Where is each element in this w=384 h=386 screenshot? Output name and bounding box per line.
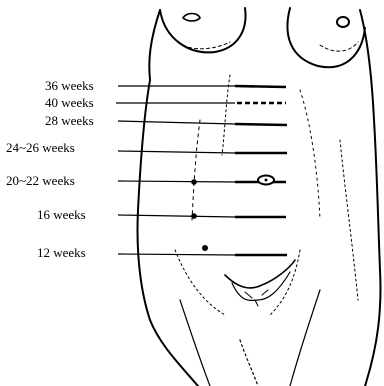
umbilicus-center	[265, 179, 268, 182]
breast-right	[287, 8, 365, 67]
pubic-region	[225, 260, 295, 306]
label-12-weeks: 12 weeks	[37, 245, 86, 260]
abdomen-shading	[175, 75, 320, 315]
label-36-weeks: 36 weeks	[45, 78, 94, 93]
torso-outline	[138, 10, 381, 386]
label-40-weeks: 40 weeks	[45, 95, 94, 110]
leader-12-weeks	[118, 254, 235, 255]
umbilicus-dot	[191, 179, 197, 185]
leader-20-22-weeks	[118, 181, 235, 182]
label-24-26-weeks: 24~26 weeks	[6, 140, 75, 155]
fundus-mark-36-weeks	[235, 86, 286, 87]
fundus-mark-28-weeks	[235, 124, 287, 125]
dot-12-weeks	[202, 245, 208, 251]
dot-16-weeks	[191, 213, 197, 219]
label-16-weeks: 16 weeks	[37, 207, 86, 222]
leader-16-weeks	[118, 215, 235, 217]
leader-28-weeks	[118, 121, 235, 124]
leader-24-26-weeks	[118, 151, 235, 153]
label-20-22-weeks: 20~22 weeks	[6, 173, 75, 188]
label-28-weeks: 28 weeks	[45, 113, 94, 128]
thigh-lines	[180, 290, 320, 386]
breast-left	[160, 8, 246, 52]
